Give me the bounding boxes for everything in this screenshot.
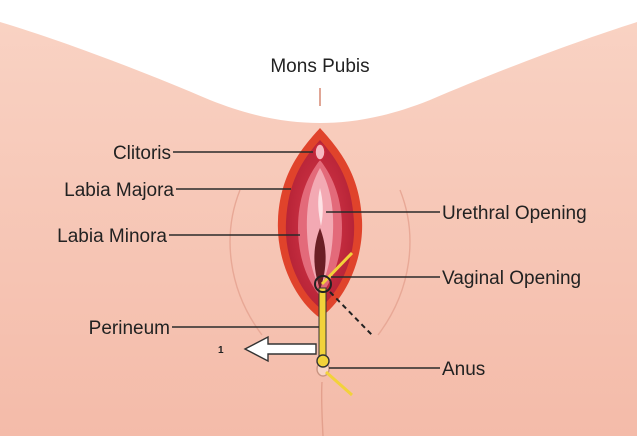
anus-label: Anus (442, 359, 485, 380)
perineum-label: Perineum (89, 318, 170, 339)
mons-pubis-label: Mons Pubis (270, 56, 369, 77)
clitoris-shape (315, 144, 325, 160)
labia-majora-label: Labia Majora (64, 180, 174, 201)
clitoris-label: Clitoris (113, 143, 171, 164)
labia-minora-label: Labia Minora (57, 226, 167, 247)
probe-end-marker (317, 355, 329, 367)
yellow-probe (319, 288, 326, 360)
urethral-opening-label: Urethral Opening (442, 203, 587, 224)
arrow-number-label: 1 (218, 345, 224, 356)
vaginal-opening-label: Vaginal Opening (442, 268, 581, 289)
